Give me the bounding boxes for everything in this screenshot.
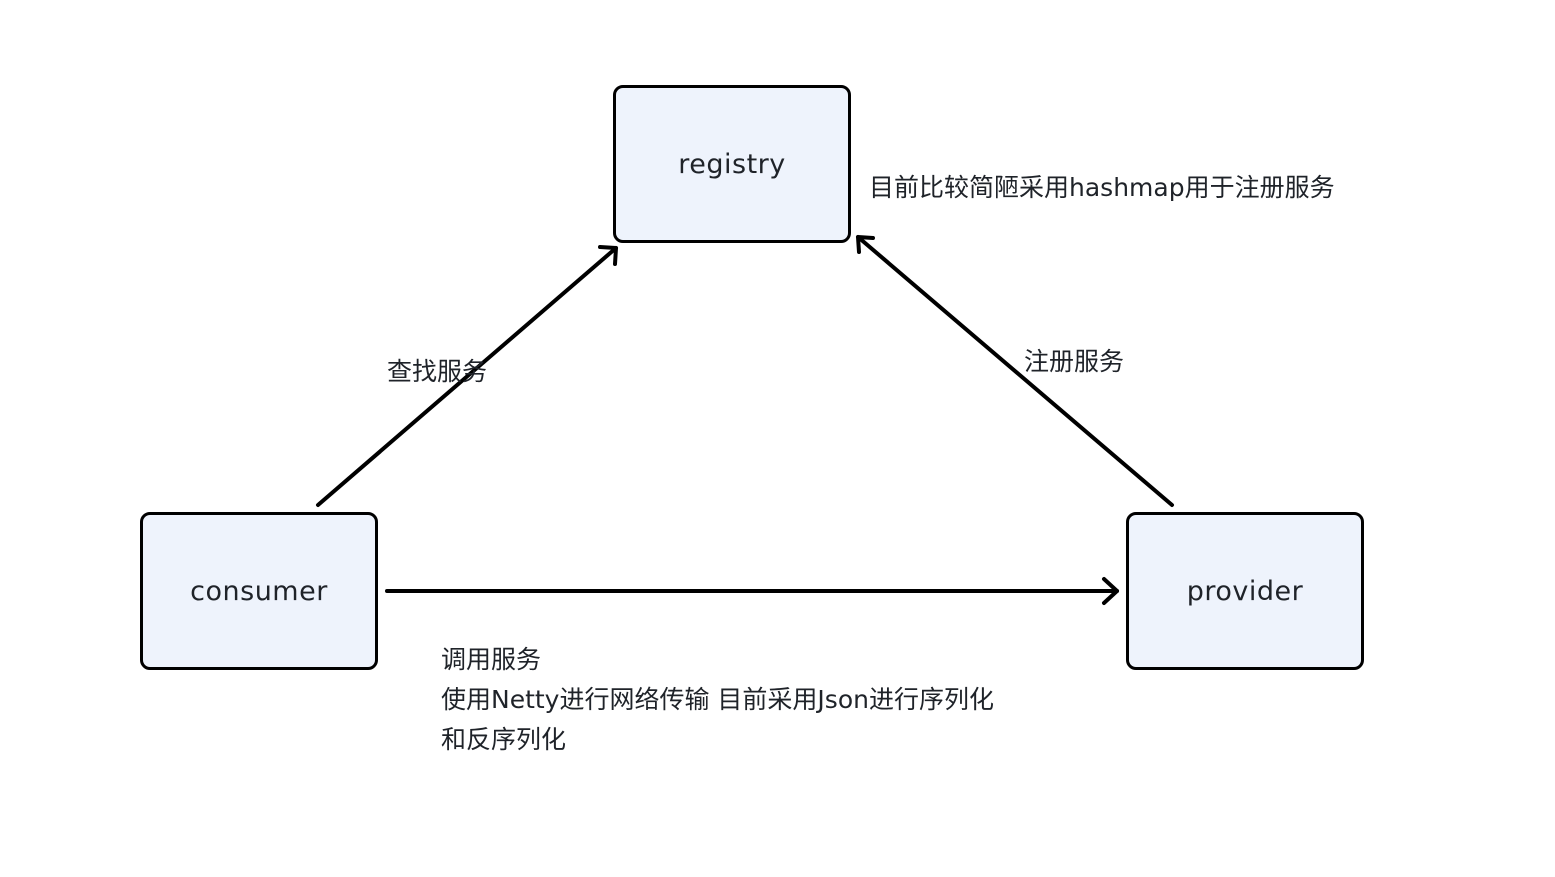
- arrowhead-consumer-to-registry: [598, 245, 618, 266]
- consumer-node[interactable]: consumer: [140, 512, 378, 670]
- invoke-label-line-2: 使用Netty进行网络传输 目前采用Json进行序列化: [441, 685, 994, 714]
- provider-node[interactable]: provider: [1126, 512, 1364, 670]
- registry-note: 目前比较简陋采用hashmap用于注册服务: [869, 173, 1335, 202]
- edge-label-lookup-service: 查找服务: [387, 357, 488, 386]
- registry-node-label: registry: [678, 148, 786, 180]
- invoke-label-line-3: 和反序列化: [441, 725, 567, 754]
- arrowhead-consumer-to-provider: [1102, 577, 1119, 605]
- consumer-node-label: consumer: [190, 575, 328, 607]
- edge-label-invoke-service: 调用服务 使用Netty进行网络传输 目前采用Json进行序列化 和反序列化: [441, 640, 994, 760]
- registry-node[interactable]: registry: [613, 85, 851, 243]
- provider-node-label: provider: [1186, 575, 1304, 607]
- invoke-label-line-1: 调用服务: [441, 645, 542, 674]
- edge-label-register-service: 注册服务: [1024, 347, 1125, 376]
- edge-provider-to-registry: [856, 235, 1174, 507]
- arrowhead-provider-to-registry: [856, 235, 875, 254]
